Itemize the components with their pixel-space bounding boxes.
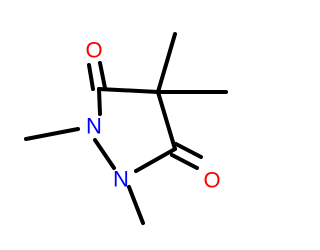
bond-c3-o-a <box>174 142 203 159</box>
bond-c5-o-b <box>98 61 107 90</box>
bond-c3-n2 <box>134 147 177 173</box>
bond-n2-methyl <box>127 185 145 225</box>
bond-n1-c5 <box>97 87 102 116</box>
bond-c3-o-b <box>170 153 199 170</box>
bond-n1-methyl <box>24 127 80 141</box>
bond-c5-o-a <box>87 63 95 91</box>
bond-c4-methyl-top <box>156 32 177 94</box>
bond-n2-n1 <box>93 138 116 170</box>
oxygen-atom-right: O <box>203 168 220 193</box>
chemical-structure-diagram: O O N N <box>24 32 228 225</box>
bond-c5-c4 <box>97 87 160 94</box>
oxygen-atom-top: O <box>85 38 102 63</box>
nitrogen-atom-bottom: N <box>113 167 129 192</box>
bond-c4-c3 <box>156 90 177 151</box>
nitrogen-atom-left: N <box>86 114 102 139</box>
